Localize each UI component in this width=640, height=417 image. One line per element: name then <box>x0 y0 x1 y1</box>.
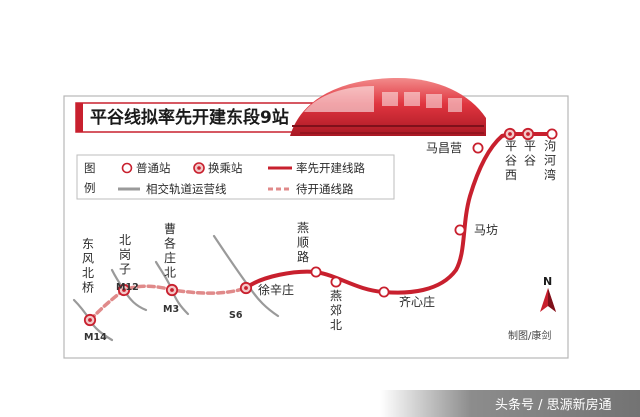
watermark-text: 头条号 / 思源新房通 <box>495 397 612 413</box>
station-label: 平谷 <box>524 139 536 168</box>
map-title: 平谷线拟率先开建东段9站 <box>90 107 289 128</box>
station-mafang: 马坊 <box>454 222 498 237</box>
legend-regular-station-icon <box>121 162 133 174</box>
station-juhewan: 泃河湾 <box>544 128 558 182</box>
station-label: 齐心庄 <box>399 294 435 309</box>
regular-station-marker <box>454 224 466 236</box>
station-pinggu_xi: 平谷西 <box>503 127 517 182</box>
transfer-station-core <box>88 318 92 322</box>
legend-priority-line-label: 率先开建线路 <box>296 161 365 175</box>
legend-heading-2: 例 <box>84 181 96 195</box>
line-code-label: M14 <box>84 332 107 343</box>
station-label: 马昌营 <box>426 141 462 155</box>
train-illustration <box>290 78 486 136</box>
line-code-label: M3 <box>163 304 179 315</box>
station-label: 东风北桥 <box>82 237 94 295</box>
map-frame <box>63 95 569 359</box>
station-yanjiaobei: 燕郊北 <box>330 276 342 332</box>
station-dongfeng: 东风北桥 M14 <box>82 237 107 343</box>
transfer-station-core <box>508 132 512 136</box>
legend-transfer-station-label: 换乘站 <box>208 161 243 175</box>
station-xuxinzhuang: 徐辛庄 S6 <box>229 281 294 321</box>
legend-pending-line-label: 待开通线路 <box>296 182 354 196</box>
pending-line-segment <box>88 284 248 322</box>
station-label: 曹各庄北 <box>164 222 176 280</box>
legend: 图 例 普通站 换乘站 率先开建线路 相交轨道运营线 待开通线路 <box>76 154 395 200</box>
regular-station-marker <box>378 286 390 298</box>
station-label: 燕郊北 <box>330 289 342 332</box>
regular-station-marker <box>472 142 484 154</box>
station-beiganzi: 北岗子 M12 <box>116 233 139 297</box>
map-credit: 制图/康剑 <box>508 329 551 342</box>
legend-regular-station-label: 普通站 <box>136 161 171 175</box>
compass-label: N <box>543 275 552 288</box>
transfer-station-core <box>526 132 530 136</box>
transfer-station-core <box>122 288 126 292</box>
transfer-station-core <box>170 288 174 292</box>
transfer-station-core <box>244 286 248 290</box>
station-label: 徐辛庄 <box>258 282 294 297</box>
title-banner: 平谷线拟率先开建东段9站 <box>75 102 332 133</box>
station-label: 北岗子 <box>119 233 131 276</box>
station-label: 燕顺路 <box>297 221 309 264</box>
watermark-band: 头条号 / 思源新房通 <box>380 390 640 417</box>
legend-heading-1: 图 <box>84 161 96 175</box>
regular-station-marker <box>330 276 342 288</box>
regular-station-marker <box>546 128 558 140</box>
station-machangying: 马昌营 <box>426 141 484 155</box>
station-qixinzhuang: 齐心庄 <box>378 286 435 309</box>
legend-crossing-line-label: 相交轨道运营线 <box>146 182 227 196</box>
regular-station-marker <box>310 266 322 278</box>
station-label: 马坊 <box>474 222 498 237</box>
station-label: 平谷西 <box>505 139 517 182</box>
line-code-label: M12 <box>116 282 139 293</box>
compass: N <box>540 275 556 312</box>
station-yanshunlu: 燕顺路 <box>297 221 322 278</box>
station-caogezhuang: 曹各庄北 M3 <box>163 222 179 315</box>
station-pinggu: 平谷 <box>521 127 536 168</box>
station-label: 泃河湾 <box>544 139 556 182</box>
line-code-label: S6 <box>229 310 243 321</box>
